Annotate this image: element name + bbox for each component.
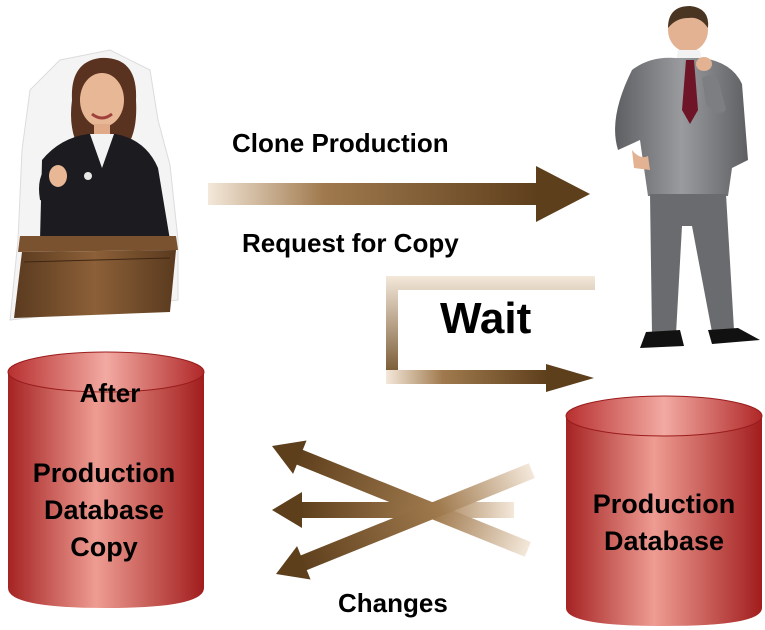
production-db-line-2: Database [603, 526, 725, 556]
clone-production-label: Clone Production [232, 128, 449, 158]
changes-arrows [272, 440, 535, 580]
copy-db-line-1: Production [32, 458, 176, 488]
changes-label: Changes [338, 588, 448, 618]
production-db-line-1: Production [592, 489, 736, 519]
production-db-name: Production Database [566, 486, 762, 560]
copy-db-after-label: After [79, 378, 141, 408]
copy-db-line-3: Copy [70, 532, 138, 562]
wait-label: Wait [440, 294, 532, 343]
woman-at-podium-illustration [9, 49, 179, 321]
copy-database-cylinder [7, 351, 205, 608]
man-thinking-illustration [615, 6, 760, 348]
wait-bracket-arrow [386, 276, 595, 392]
request-for-copy-label: Request for Copy [242, 228, 459, 258]
clone-production-arrow [208, 166, 590, 222]
copy-db-name: Production Database Copy [6, 455, 202, 566]
production-database-cylinder [565, 395, 763, 626]
copy-db-line-2: Database [43, 495, 165, 525]
